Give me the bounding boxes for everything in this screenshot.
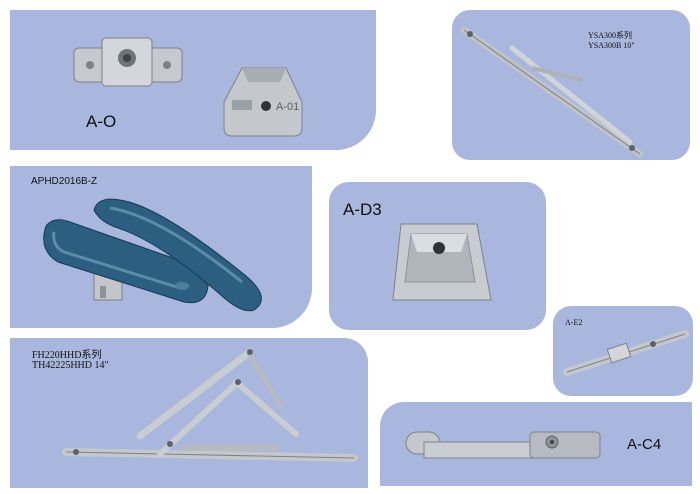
part-stamp-text: A-01 xyxy=(276,101,299,113)
fh-model-label: TH42225HHD 14" xyxy=(32,360,109,371)
friction-hinge-image xyxy=(62,348,358,462)
panel-a-d3: A-D3 xyxy=(329,182,546,330)
panel-a-e2: A-E2 xyxy=(553,306,693,396)
panel-ysa300: YSA300系列 YSA300B 10" xyxy=(452,10,690,160)
window-handle-image xyxy=(43,198,262,312)
square-keeper-cup xyxy=(392,223,492,301)
panel-a-o: A-01 A-O xyxy=(10,10,376,150)
panel-a-c4: A-C4 xyxy=(380,402,692,486)
part-label-a-e2: A-E2 xyxy=(565,318,583,327)
fh-series-label: FH220HHD系列 xyxy=(32,350,102,361)
ysa300-stay-image xyxy=(460,26,644,158)
part-label-a-c4: A-C4 xyxy=(627,436,662,453)
ysa-series-label: YSA300系列 xyxy=(588,31,633,40)
part-label-a-o: A-O xyxy=(86,112,117,131)
panel-fh220hhd: FH220HHD系列 TH42225HHD 14" xyxy=(10,338,368,488)
friction-hinge-arms xyxy=(62,348,358,462)
a-e2-bar-image xyxy=(563,330,689,376)
keeper-cup-image xyxy=(392,223,492,301)
keeper-part-small xyxy=(73,37,183,87)
ysa-model-label: YSA300B 10" xyxy=(588,41,635,50)
panel-aphd2016b-z: APHD2016B-Z xyxy=(10,166,312,328)
keeper-bar-a-c4 xyxy=(405,431,601,459)
blue-window-handle xyxy=(43,198,262,312)
aphd-label: APHD2016B-Z xyxy=(31,176,98,187)
part-label-a-d3: A-D3 xyxy=(343,200,382,219)
lock-keeper-parts-image: A-01 xyxy=(73,37,303,137)
keeper-part-a01 xyxy=(223,67,303,137)
a-c4-bar-image xyxy=(405,431,601,459)
friction-stay-bars xyxy=(460,26,644,158)
keeper-bar-a-e2 xyxy=(563,330,689,376)
